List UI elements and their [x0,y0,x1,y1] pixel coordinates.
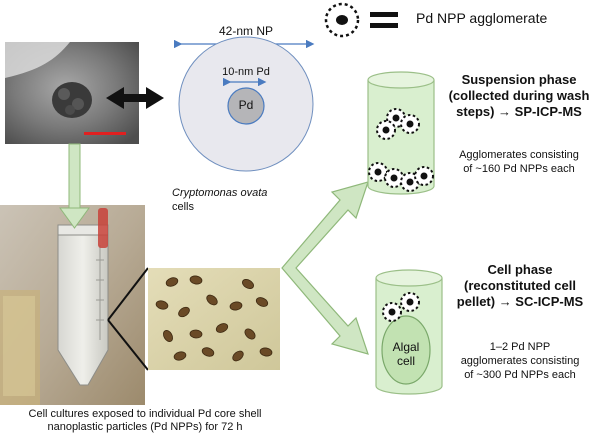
algae-micrograph [148,268,280,370]
algal-cell [381,315,431,385]
suspension-desc-line2: of ~160 Pd NPPs each [463,163,575,175]
cells-label: Cryptomonas ovata cells [172,186,282,214]
species-name: Cryptomonas ovata [172,187,268,199]
cell-desc-line2: agglomerates consisting [460,355,580,367]
cells-suffix: cells [172,201,195,213]
core-label: Pd [238,98,254,112]
suspension-title-line1: Suspension phase [461,72,577,87]
suspension-agglomerate-cores [374,114,428,186]
nanoparticle-schematic [174,36,315,172]
scale-bar [84,132,126,135]
cell-phase-title: Cell phase (reconstituted cell pellet) →… [444,262,596,310]
suspension-desc-line1: Agglomerates consisting [459,149,579,161]
cell-title-line1: Cell phase [487,262,553,277]
cell-tube [375,269,443,395]
down-arrow [59,143,90,229]
culture-caption: Cell cultures exposed to individual Pd c… [0,408,290,434]
culture-caption-line2: nanoplastic particles (Pd NPPs) for 72 h [47,421,243,433]
cell-desc-line3: of ~300 Pd NPPs each [464,369,576,381]
branch-arrow [281,181,369,355]
cell-title-line2: (reconstituted cell [464,278,576,293]
suspension-tube [367,71,435,195]
pd-core [227,87,265,125]
algal-label-line2: cell [396,354,415,368]
zoom-lines [107,267,149,371]
suspension-phase-desc: Agglomerates consisting of ~160 Pd NPPs … [444,148,594,176]
suspension-phase-title: Suspension phase (collected during wash … [440,72,598,120]
culture-caption-line1: Cell cultures exposed to individual Pd c… [28,408,262,420]
legend-equals-icon [370,12,398,28]
cell-phase-desc: 1–2 Pd NPP agglomerates consisting of ~3… [444,340,596,382]
suspension-title-line2: (collected during wash [448,88,590,103]
legend-label: Pd NPP agglomerate [416,10,548,26]
algal-cell-label: Algal cell [384,340,428,368]
cell-title-line3: pellet) → SC-ICP-MS [456,294,584,309]
culture-tube-photo [0,205,145,405]
double-arrow [106,87,164,109]
outer-diameter-label: 42-nm NP [218,24,274,38]
legend-agglomerate-icon [324,2,360,38]
inner-diameter-label: 10-nm Pd [222,66,270,78]
suspension-title-line3: steps) → SP-ICP-MS [456,104,582,119]
cell-desc-line1: 1–2 Pd NPP [489,341,551,353]
algal-label-line1: Algal [392,340,420,354]
cell-agglomerate-cores [388,298,414,316]
